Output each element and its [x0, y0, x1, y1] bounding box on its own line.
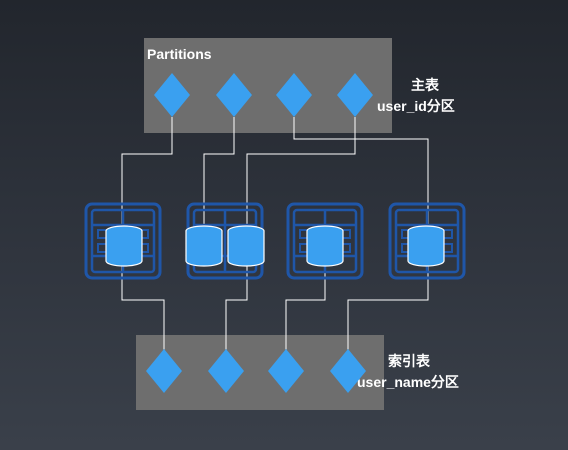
database-stack-icon	[185, 225, 223, 267]
database-stack-icon	[105, 225, 143, 267]
diamond-icon	[208, 349, 244, 393]
top-connectors	[121, 117, 429, 230]
diamond-icon	[276, 73, 312, 117]
diamond-icon	[330, 349, 366, 393]
connector-bottom-4	[347, 262, 429, 352]
database-stack-icon	[407, 225, 445, 267]
connector-bottom-1	[121, 262, 165, 352]
connector-top-1	[121, 117, 173, 230]
connector-top-2	[203, 117, 235, 230]
diamond-icon	[216, 73, 252, 117]
diamond-icon	[146, 349, 182, 393]
connector-top-4	[246, 117, 356, 230]
primary-table-label: 主表	[400, 75, 450, 96]
bottom-connectors	[121, 262, 429, 352]
partitions-title: Partitions	[147, 46, 212, 62]
primary-table-partition-key-label: user_id分区	[377, 98, 455, 114]
database-stack-icon	[306, 225, 344, 267]
primary-table-label-line1: 主表	[411, 77, 439, 93]
index-table-partition-key-label: user_name分区	[357, 374, 459, 390]
index-table-label: 索引表	[388, 353, 430, 369]
connector-bottom-2	[225, 262, 248, 352]
diamond-icon	[154, 73, 190, 117]
diamond-icon	[337, 73, 373, 117]
connector-top-3	[293, 117, 429, 230]
database-stack-icon	[227, 225, 265, 267]
connector-bottom-3	[285, 262, 326, 352]
diamond-icon	[268, 349, 304, 393]
